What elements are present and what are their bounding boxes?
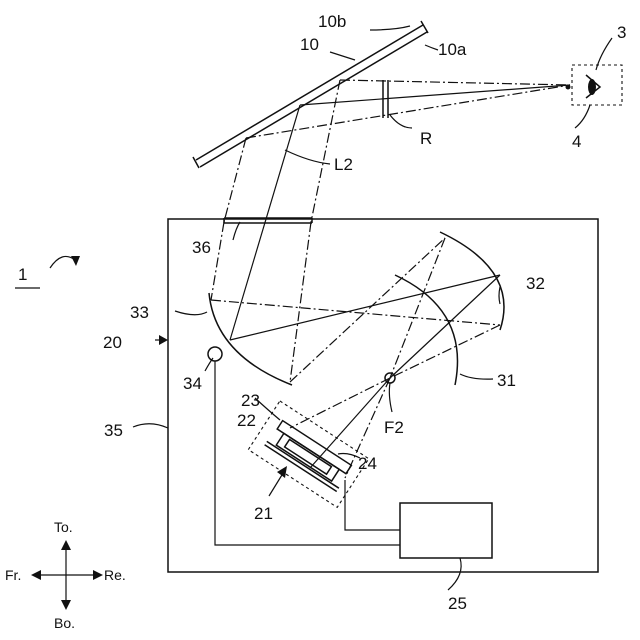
label-mirror-31: 31 (497, 371, 516, 390)
label-display-23: 23 (241, 391, 260, 410)
direction-front: Fr. (5, 567, 21, 583)
direction-bottom: Bo. (54, 615, 75, 631)
label-mirror-32: 32 (526, 274, 545, 293)
direction-compass (31, 540, 103, 610)
direction-top: To. (54, 519, 73, 535)
mirror-31 (395, 275, 458, 385)
label-hud-unit: 20 (103, 333, 122, 352)
label-actuator: 34 (183, 374, 202, 393)
housing-35 (168, 219, 598, 572)
direction-rear: Re. (104, 567, 126, 583)
label-light-path: L2 (334, 155, 353, 174)
label-display-22: 22 (237, 411, 256, 430)
label-display-unit: 21 (254, 504, 273, 523)
label-windshield-outer: 10b (318, 12, 346, 31)
label-mirror-33: 33 (130, 303, 149, 322)
controller-wire (345, 480, 400, 530)
label-display-24: 24 (358, 454, 377, 473)
eye-icon (566, 75, 601, 98)
label-windshield: 10 (300, 35, 319, 54)
arrows (71, 256, 287, 496)
label-window: 36 (192, 238, 211, 257)
actuator-wire (215, 361, 400, 545)
label-focus: F2 (384, 418, 404, 437)
label-eyebox: 4 (572, 132, 581, 151)
principal-ray (230, 85, 570, 468)
label-controller: 25 (448, 594, 467, 613)
label-housing: 35 (104, 421, 123, 440)
label-device: 1 (18, 265, 27, 284)
actuator-34 (208, 347, 222, 361)
label-region: R (420, 129, 432, 148)
label-eye: 3 (617, 23, 626, 42)
controller-25 (400, 503, 492, 558)
mirror-33 (209, 293, 292, 385)
label-windshield-inner: 10a (438, 40, 467, 59)
window-36 (224, 218, 312, 223)
